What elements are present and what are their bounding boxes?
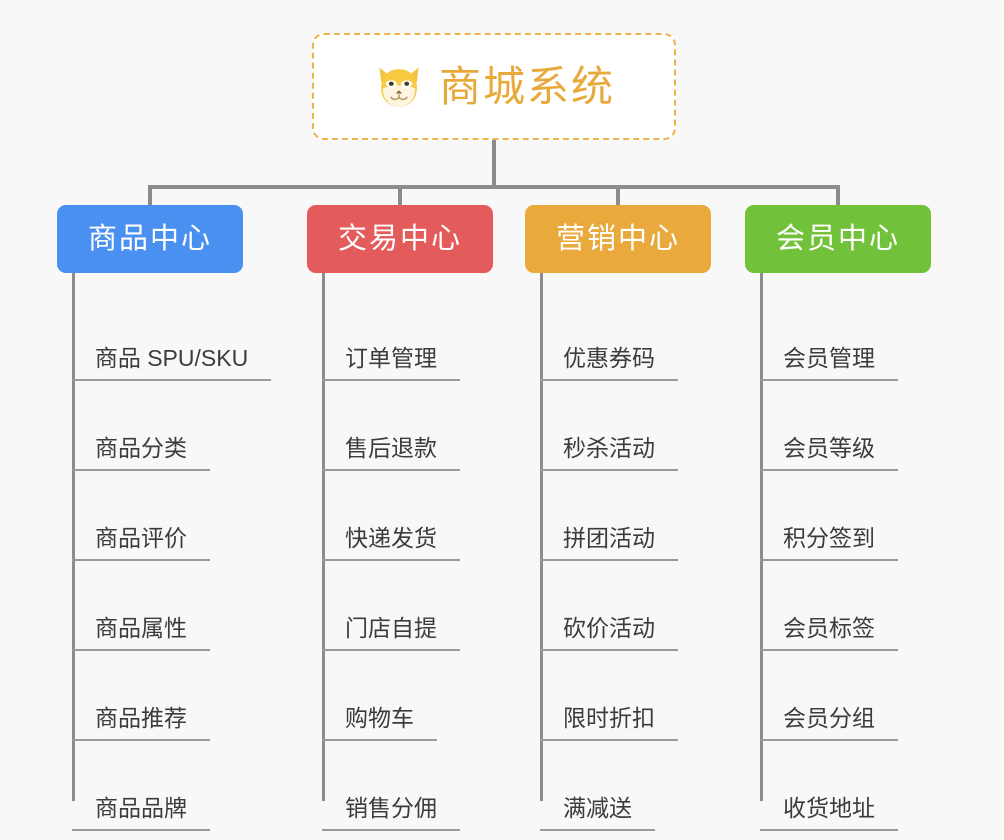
leaf-label: 收货地址 <box>783 795 875 822</box>
category-header-marketing-center[interactable]: 营销中心 <box>525 205 711 273</box>
leaf-item[interactable]: 商品分类 <box>72 381 210 471</box>
leaf-item[interactable]: 会员分组 <box>760 651 898 741</box>
leaf-item[interactable]: 门店自提 <box>322 561 460 651</box>
root-node[interactable]: 商城系统 <box>312 33 676 140</box>
leaf-label: 门店自提 <box>345 615 437 642</box>
connector-root-stem <box>492 140 496 187</box>
leaf-label: 拼团活动 <box>563 525 655 552</box>
leaf-item[interactable]: 限时折扣 <box>540 651 678 741</box>
column-spine <box>760 273 763 801</box>
root-title: 商城系统 <box>438 62 615 110</box>
leaf-item[interactable]: 商品品牌 <box>72 741 210 831</box>
leaf-label: 商品推荐 <box>95 705 187 732</box>
category-header-member-center[interactable]: 会员中心 <box>745 205 931 273</box>
leaf-item[interactable]: 商品属性 <box>72 561 210 651</box>
leaf-item[interactable]: 订单管理 <box>322 291 460 381</box>
leaf-label: 商品评价 <box>95 525 187 552</box>
category-header-label: 交易中心 <box>337 222 462 255</box>
leaf-label: 商品品牌 <box>95 795 187 822</box>
leaf-item[interactable]: 满减送 <box>540 741 655 831</box>
leaf-label: 会员标签 <box>783 615 875 642</box>
leaf-item[interactable]: 商品推荐 <box>72 651 210 741</box>
column-spine <box>540 273 543 801</box>
leaf-item[interactable]: 积分签到 <box>760 471 898 561</box>
leaf-item[interactable]: 会员管理 <box>760 291 898 381</box>
leaf-item[interactable]: 收货地址 <box>760 741 898 831</box>
shiba-dog-face-icon <box>379 67 419 106</box>
leaf-label: 会员等级 <box>783 435 875 462</box>
category-header-label: 商品中心 <box>87 222 212 255</box>
connector-bus <box>148 185 840 189</box>
leaf-label: 积分签到 <box>783 525 875 552</box>
category-header-label: 营销中心 <box>555 222 680 255</box>
connector-drop-1 <box>148 185 152 207</box>
category-header-label: 会员中心 <box>775 222 900 255</box>
leaf-label: 商品 SPU/SKU <box>94 345 249 372</box>
leaf-label: 优惠券码 <box>563 345 655 372</box>
leaf-label: 会员分组 <box>783 705 875 732</box>
leaf-label: 限时折扣 <box>563 705 655 732</box>
leaf-label: 订单管理 <box>345 345 437 372</box>
leaf-label: 秒杀活动 <box>563 435 655 462</box>
column-spine <box>322 273 325 801</box>
column-spine <box>72 273 75 801</box>
leaf-item[interactable]: 购物车 <box>322 651 437 741</box>
category-header-product-center[interactable]: 商品中心 <box>57 205 243 273</box>
leaf-label: 砍价活动 <box>563 615 655 642</box>
leaf-item[interactable]: 快递发货 <box>322 471 460 561</box>
leaf-item[interactable]: 拼团活动 <box>540 471 678 561</box>
leaf-item[interactable]: 商品评价 <box>72 471 210 561</box>
leaf-item[interactable]: 销售分佣 <box>322 741 460 831</box>
leaf-item[interactable]: 会员标签 <box>760 561 898 651</box>
leaf-label: 快递发货 <box>345 525 437 552</box>
leaf-label: 商品属性 <box>95 615 187 642</box>
leaf-label: 购物车 <box>345 705 414 732</box>
connector-drop-3 <box>616 185 620 207</box>
leaf-item[interactable]: 售后退款 <box>322 381 460 471</box>
leaf-label: 销售分佣 <box>345 795 437 822</box>
connector-drop-2 <box>398 185 402 207</box>
leaf-label: 满减送 <box>563 795 632 822</box>
category-header-trade-center[interactable]: 交易中心 <box>307 205 493 273</box>
leaf-item[interactable]: 秒杀活动 <box>540 381 678 471</box>
leaf-item[interactable]: 优惠券码 <box>540 291 678 381</box>
leaf-label: 商品分类 <box>95 435 187 462</box>
leaf-label: 售后退款 <box>345 435 437 462</box>
leaf-item[interactable]: 会员等级 <box>760 381 898 471</box>
leaf-item[interactable]: 砍价活动 <box>540 561 678 651</box>
connector-drop-4 <box>836 185 840 207</box>
leaf-item[interactable]: 商品 SPU/SKU <box>72 291 271 381</box>
leaf-label: 会员管理 <box>783 345 875 372</box>
